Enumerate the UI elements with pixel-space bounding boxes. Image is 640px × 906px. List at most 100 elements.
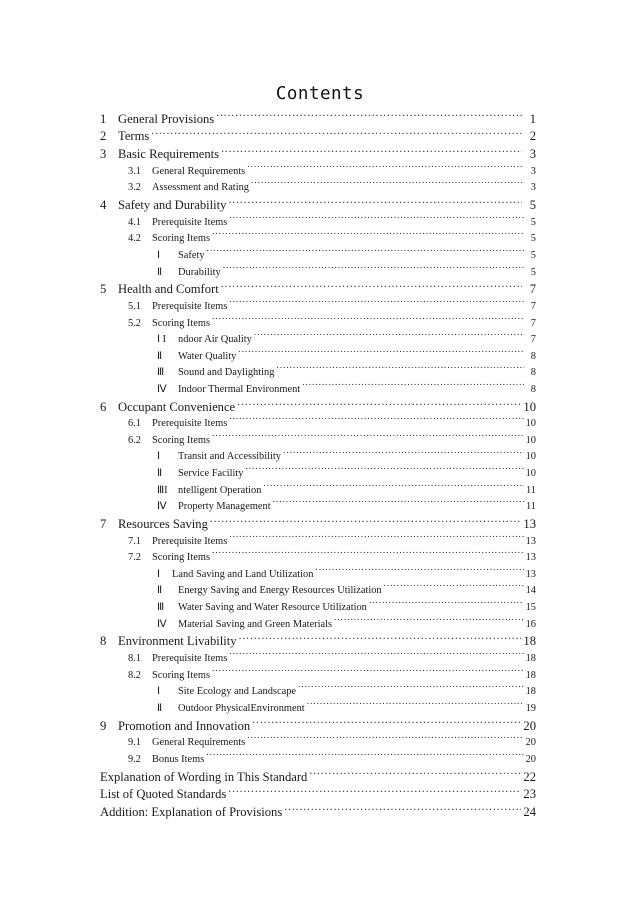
toc-entry-label: Water Quality [178,350,237,362]
toc-entry[interactable]: Explanation of Wording in This Standard2… [100,768,536,786]
toc-entry-number: 7.2 [128,552,141,564]
toc-entry-label: Prerequisite Items [152,535,228,547]
toc-entry-number: ⅢI [157,484,168,496]
toc-entry-number: 4 [100,198,107,213]
toc-dot-leader [229,651,523,661]
toc-dot-leader [212,433,524,443]
toc-entry-number: 6 [100,399,107,414]
toc-entry-label: Health and Comfort [118,282,219,297]
toc-entry-number: Ⅳ [157,383,167,395]
toc-entry-number: 5.1 [128,300,141,312]
toc-dot-leader [273,499,524,509]
toc-entry-page-number: 13 [525,568,536,580]
toc-entry-label: Basic Requirements [118,147,220,162]
toc-dot-leader [221,146,522,159]
toc-dot-leader [207,248,524,258]
toc-entry-number: Ⅰ I [157,334,167,346]
toc-dot-leader [228,197,522,210]
toc-entry-label: Prerequisite Items [152,653,228,665]
toc-entry-label: Terms [118,129,150,144]
toc-entry[interactable]: Ⅰ Indoor Air Quality7 [157,332,536,349]
toc-entry-number: 3.2 [128,182,141,194]
toc-entry-label: General Requirements [152,737,246,749]
toc-entry-label: Scoring Items [152,434,211,446]
toc-entry-page-number: 20 [525,737,536,749]
toc-entry-label: Scoring Items [152,669,211,681]
toc-entry[interactable]: ⅠSafety5 [157,248,536,265]
toc-entry-number: 5 [100,282,107,297]
toc-entry-label: Transit and Accessibility [178,451,281,463]
toc-entry-number: 4.2 [128,233,141,245]
toc-dot-leader [229,533,523,543]
toc-dot-leader [229,214,524,224]
toc-entry-label: ndoor Air Quality [178,334,252,346]
toc-dot-leader [212,550,524,560]
toc-entry-label: General Provisions [118,111,215,126]
toc-dot-leader [384,583,524,593]
toc-entry-label: Environment Livability [118,634,237,649]
toc-entry-page-number: 7 [530,300,536,312]
toc-entry-page-number: 3 [530,165,536,177]
toc-entry-number: 7 [100,517,107,532]
toc-entry-number: Ⅱ [157,585,163,597]
toc-dot-leader [369,600,524,610]
toc-entry-label: List of Quoted Standards [100,787,227,802]
toc-entry-page-number: 18 [523,634,536,649]
toc-entry-page-number: 16 [525,618,536,630]
toc-entry[interactable]: Ⅱ Energy Saving and Energy Resources Util… [157,583,536,600]
toc-entry-label: Energy Saving and Energy Resources Utili… [178,585,382,597]
toc-entry-number: Ⅰ [157,686,161,698]
toc-entry-page-number: 5 [530,216,536,228]
toc-dot-leader [263,482,524,492]
toc-entry-label: Safety [178,249,205,261]
toc-dot-leader [334,616,524,626]
toc-entry-number: Ⅱ [157,702,163,714]
toc-entry[interactable]: List of Quoted Standards23 [100,786,536,804]
toc-dot-leader [283,449,524,459]
toc-entry-page-number: 10 [525,418,536,430]
toc-entry-label: Promotion and Innovation [118,718,251,733]
toc-entry[interactable]: Addition: Explanation of Provisions24 [100,804,536,822]
toc-entry[interactable]: 2Terms2 [100,128,536,146]
toc-entry-label: Water Saving and Water Resource Utilizat… [178,602,367,614]
toc-entry-label: Prerequisite Items [152,216,228,228]
toc-entry-number: Ⅱ [157,350,163,362]
toc-entry[interactable]: ⅡDurability5 [157,264,536,281]
